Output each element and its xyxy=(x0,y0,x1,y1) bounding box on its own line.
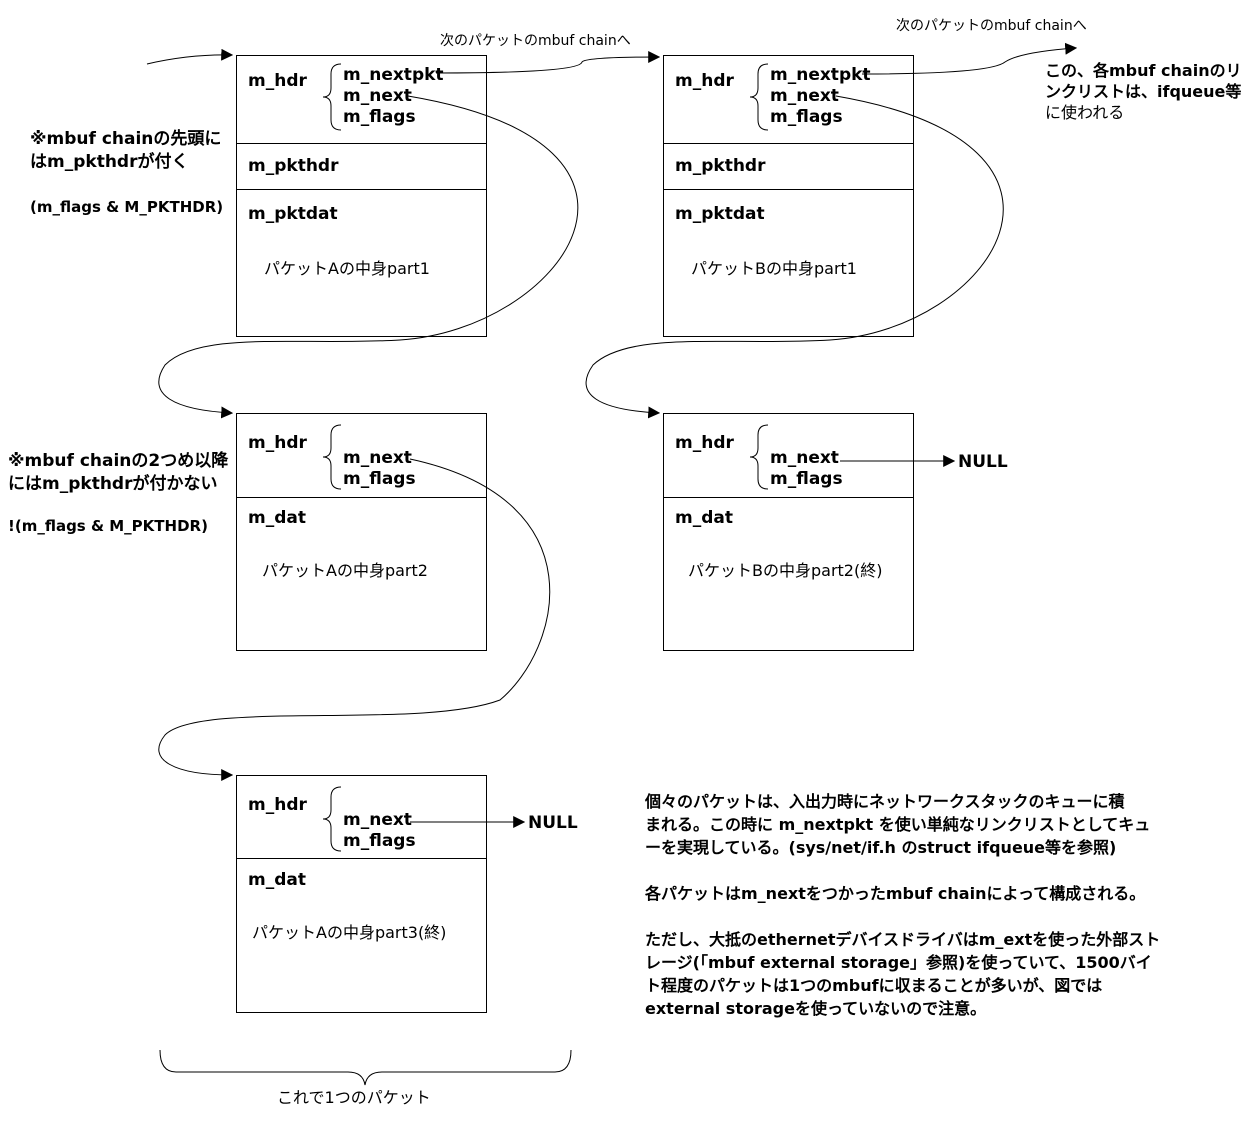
explanation-line: ト程度のパケットは1つのmbufに収まることが多いが、図では xyxy=(645,976,1103,995)
rest-note-line: ※mbuf chainの2つめ以降 xyxy=(8,451,229,471)
a3-hdr: m_hdr xyxy=(248,795,307,815)
rest-condition: !(m_flags & M_PKTHDR) xyxy=(8,517,208,535)
b1-pkthdr: m_pkthdr xyxy=(675,156,766,176)
explanation-line: ーを実現している。(sys/net/if.h のstruct ifqueue等を… xyxy=(645,838,1117,857)
a2-field-flags: m_flags xyxy=(343,469,416,489)
b2-content: パケットBの中身part2(終) xyxy=(688,561,883,580)
explanation-line: external storageを使っていないので注意。 xyxy=(645,999,987,1018)
b1-field-next: m_next xyxy=(770,86,839,106)
b1-field-flags: m_flags xyxy=(770,107,843,127)
null-label-a3: NULL xyxy=(528,813,578,833)
a1-hdr: m_hdr xyxy=(248,71,307,91)
head-note-line: はm_pkthdrが付く xyxy=(30,152,189,172)
brace-b2 xyxy=(749,424,769,490)
a1-pkthdr: m_pkthdr xyxy=(248,156,339,176)
rest-note: ※mbuf chainの2つめ以降 にはm_pkthdrが付かない xyxy=(8,450,228,496)
a1-field-nextpkt: m_nextpkt xyxy=(343,65,444,85)
next-packet-label-1: 次のパケットのmbuf chainへ xyxy=(440,33,631,49)
list-note-line: に使われる xyxy=(1045,103,1125,122)
packet-brace xyxy=(159,1049,572,1086)
b1-field-nextpkt: m_nextpkt xyxy=(770,65,871,85)
incoming-arrow xyxy=(146,48,234,65)
a1-data-label: m_pktdat xyxy=(248,204,338,224)
explanation-paragraph-2: 各パケットはm_nextをつかったmbuf chainによって構成される。 xyxy=(645,882,1145,905)
a2-content: パケットAの中身part2 xyxy=(262,561,428,580)
a2-hdr: m_hdr xyxy=(248,433,307,453)
brace-a2 xyxy=(322,424,342,490)
head-note-line: ※mbuf chainの先頭に xyxy=(30,129,222,149)
b2-field-flags: m_flags xyxy=(770,469,843,489)
explanation-paragraph-1: 個々のパケットは、入出力時にネットワークスタックのキューに積 まれる。この時に … xyxy=(645,790,1150,859)
b2-field-next: m_next xyxy=(770,448,839,468)
a1-field-flags: m_flags xyxy=(343,107,416,127)
mbuf-b1-box xyxy=(663,55,914,337)
a3-field-flags: m_flags xyxy=(343,831,416,851)
next-arrow-a2-a3 xyxy=(158,458,551,781)
a1-field-next: m_next xyxy=(343,86,412,106)
nextpkt-arrow-a xyxy=(435,51,661,74)
explanation-paragraph-3: ただし、大抵のethernetデバイスドライバはm_extを使った外部スト レー… xyxy=(645,928,1160,1020)
mbuf-b2-box xyxy=(663,413,914,651)
rest-note-line: にはm_pkthdrが付かない xyxy=(8,474,218,494)
list-note: この、各mbuf chainのリ ンクリストは、ifqueue等 に使われる xyxy=(1045,60,1242,123)
brace-a3 xyxy=(322,786,342,852)
null-label-b2: NULL xyxy=(958,452,1008,472)
mbuf-a3-box xyxy=(236,775,487,1013)
mbuf-a2-box xyxy=(236,413,487,651)
head-note: ※mbuf chainの先頭に はm_pkthdrが付く xyxy=(30,128,221,174)
explanation-line: 各パケットはm_nextをつかったmbuf chainによって構成される。 xyxy=(645,884,1146,903)
b2-data-label: m_dat xyxy=(675,508,733,528)
a3-content: パケットAの中身part3(終) xyxy=(252,923,447,942)
a1-content: パケットAの中身part1 xyxy=(264,259,430,278)
b1-data-label: m_pktdat xyxy=(675,204,765,224)
nextpkt-arrow-b xyxy=(861,42,1078,75)
list-note-line: この、各mbuf chainのリ xyxy=(1045,61,1242,80)
mbuf-a1-box xyxy=(236,55,487,337)
b1-content: パケットBの中身part1 xyxy=(691,259,857,278)
one-packet-label: これで1つのパケット xyxy=(277,1088,431,1107)
next-arrow-b1-b2 xyxy=(585,95,1004,419)
a3-data-label: m_dat xyxy=(248,870,306,890)
explanation-line: レージ(「mbuf external storage」参照)を使っていて、150… xyxy=(645,953,1152,972)
b2-hdr: m_hdr xyxy=(675,433,734,453)
explanation-line: ただし、大抵のethernetデバイスドライバはm_extを使った外部スト xyxy=(645,930,1161,949)
brace-b1 xyxy=(749,63,769,131)
explanation-line: まれる。この時に m_nextpkt を使い単純なリンクリストとしてキュ xyxy=(645,815,1151,834)
b1-hdr: m_hdr xyxy=(675,71,734,91)
head-condition: (m_flags & M_PKTHDR) xyxy=(30,198,224,216)
explanation-line: 個々のパケットは、入出力時にネットワークスタックのキューに積 xyxy=(645,792,1125,811)
next-packet-label-2: 次のパケットのmbuf chainへ xyxy=(896,18,1087,34)
brace-a1 xyxy=(322,63,342,131)
a3-field-next: m_next xyxy=(343,810,412,830)
next-arrow-a1-a2 xyxy=(158,95,579,419)
a2-data-label: m_dat xyxy=(248,508,306,528)
a2-field-next: m_next xyxy=(343,448,412,468)
list-note-line: ンクリストは、ifqueue等 xyxy=(1045,82,1242,101)
